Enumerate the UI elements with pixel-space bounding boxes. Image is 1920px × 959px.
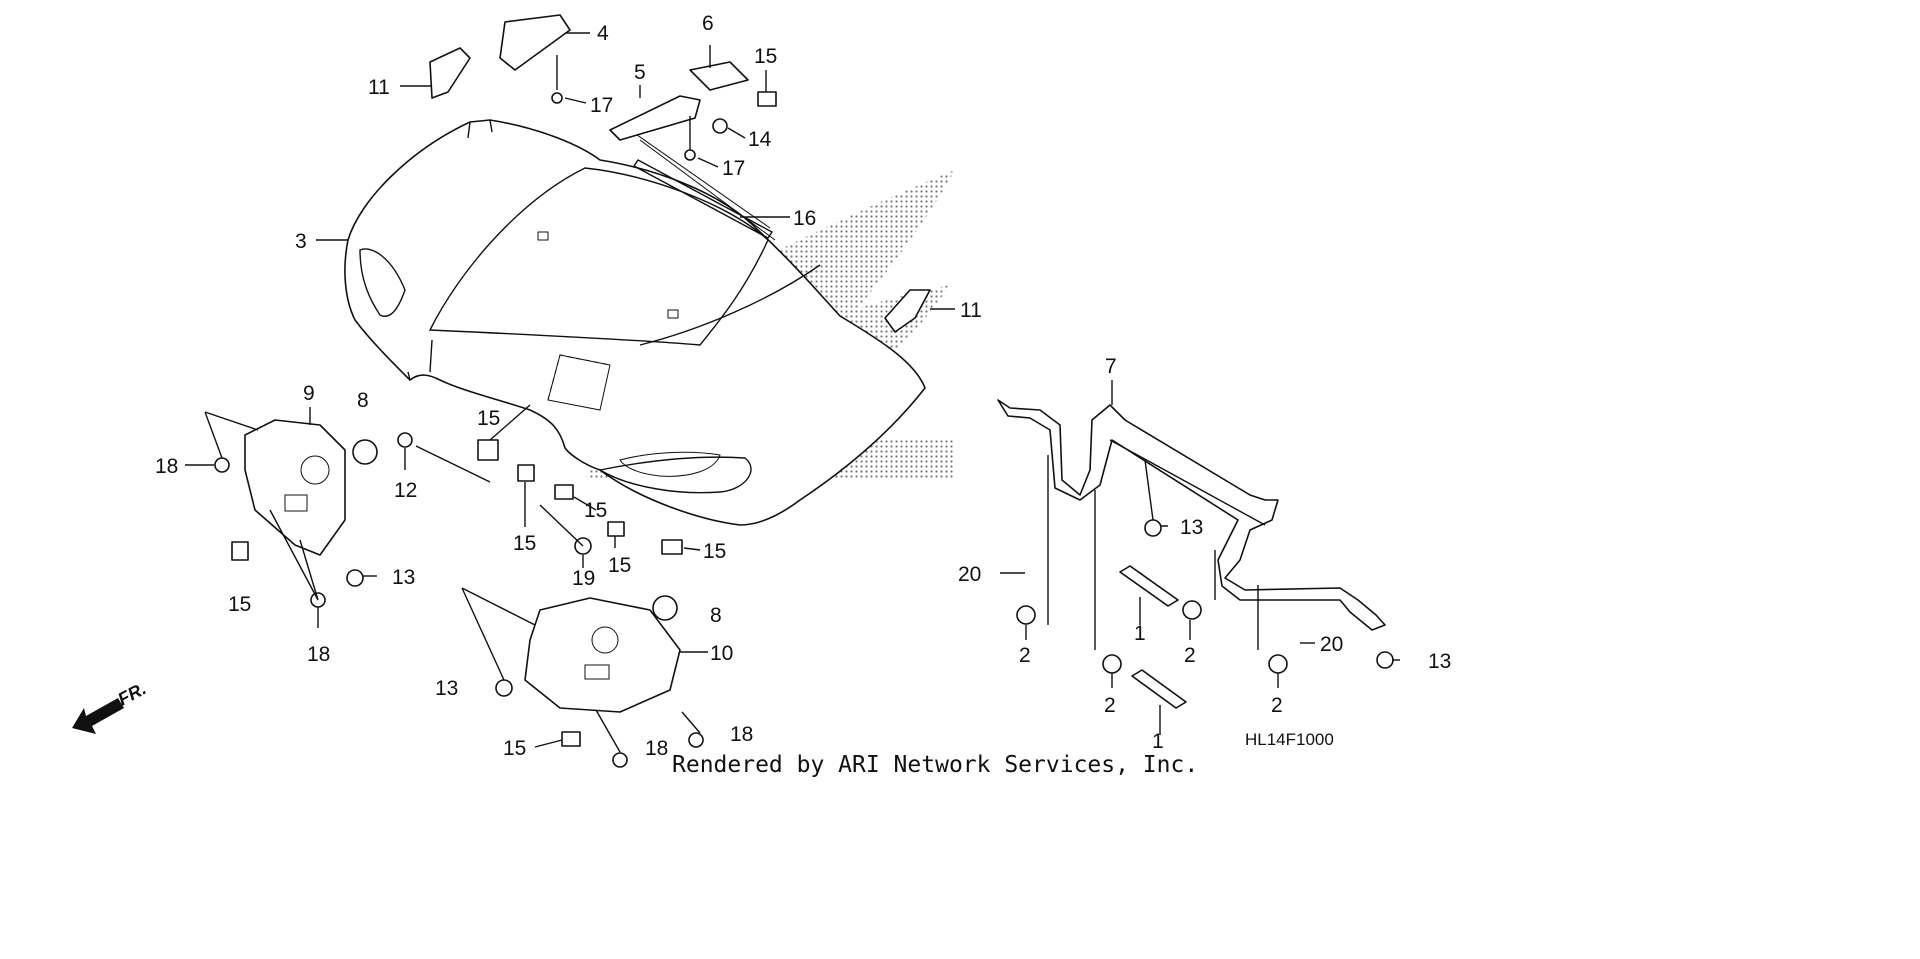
callout-15: 15 — [228, 593, 251, 616]
callout-15: 15 — [513, 532, 536, 555]
callout-10: 10 — [710, 642, 733, 665]
callout-18: 18 — [155, 455, 178, 478]
callout-4: 4 — [597, 22, 609, 45]
callout-13: 13 — [392, 566, 415, 589]
front-cover-3 — [344, 119, 926, 526]
callout-15: 15 — [503, 737, 526, 760]
callout-1: 1 — [1134, 622, 1146, 645]
callout-9: 9 — [303, 382, 315, 405]
callout-2: 2 — [1019, 644, 1031, 667]
hood-bracket-7 — [997, 399, 1386, 631]
callout-15: 15 — [608, 554, 631, 577]
callout-18: 18 — [307, 643, 330, 666]
callout-13: 13 — [1180, 516, 1203, 539]
callout-11: 11 — [960, 299, 982, 322]
callout-8: 8 — [357, 389, 369, 412]
callout-labels: 4 6 15 11 17 5 14 17 16 3 11 9 8 15 18 1… — [155, 12, 1451, 760]
callout-17: 17 — [590, 94, 613, 117]
callout-18: 18 — [645, 737, 668, 760]
callout-1: 1 — [1152, 730, 1164, 753]
small-parts — [214, 14, 1394, 768]
callout-3: 3 — [295, 230, 307, 253]
callout-15: 15 — [584, 499, 607, 522]
callout-20: 20 — [1320, 633, 1343, 656]
side-panel-9 — [244, 419, 346, 556]
callout-2: 2 — [1271, 694, 1283, 717]
callout-15: 15 — [477, 407, 500, 430]
callout-14: 14 — [748, 128, 772, 151]
callout-7: 7 — [1105, 355, 1117, 378]
callout-2: 2 — [1184, 644, 1196, 667]
callout-12: 12 — [394, 479, 417, 502]
callout-8: 8 — [710, 604, 722, 627]
callout-18: 18 — [730, 723, 753, 746]
callout-11: 11 — [368, 76, 390, 99]
callout-13: 13 — [1428, 650, 1451, 673]
render-credit: Rendered by ARI Network Services, Inc. — [672, 752, 1198, 778]
front-direction-indicator: FR. — [72, 678, 149, 734]
diagram-code: HL14F1000 — [1245, 730, 1334, 749]
callout-19: 19 — [572, 567, 595, 590]
callout-20: 20 — [958, 563, 981, 586]
exploded-parts-diagram: 4 6 15 11 17 5 14 17 16 3 11 9 8 15 18 1… — [72, 12, 1451, 778]
front-direction-arrow-icon — [72, 698, 124, 734]
leader-lines — [185, 32, 1400, 753]
callout-17: 17 — [722, 157, 745, 180]
callout-6: 6 — [702, 12, 714, 35]
callout-13: 13 — [435, 677, 458, 700]
callout-5: 5 — [634, 61, 646, 84]
callout-15: 15 — [754, 45, 777, 68]
lower-panel-10 — [524, 597, 681, 713]
callout-2: 2 — [1104, 694, 1116, 717]
callout-15: 15 — [703, 540, 726, 563]
callout-16: 16 — [793, 207, 816, 230]
